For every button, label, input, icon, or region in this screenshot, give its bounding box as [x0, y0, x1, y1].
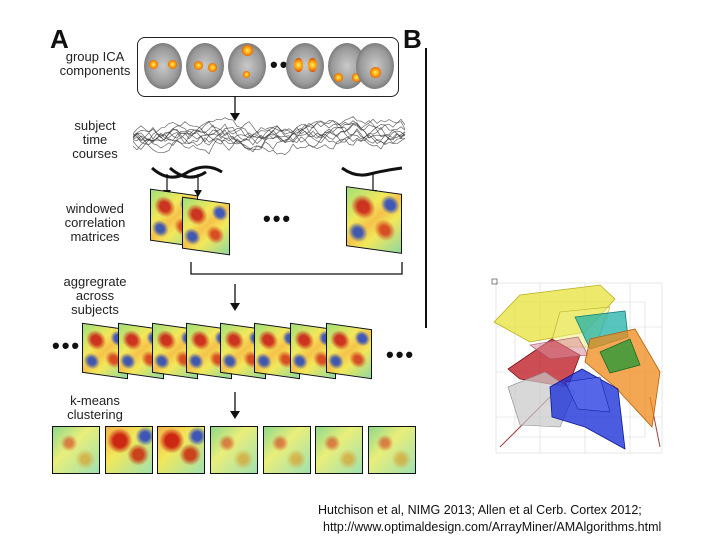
cluster-centroid-matrix [263, 426, 311, 474]
down-arrow [230, 96, 240, 121]
cluster-centroid-matrix [52, 426, 100, 474]
time-courses-plot [133, 116, 406, 155]
panel-divider [425, 48, 427, 328]
brain-image [186, 43, 224, 89]
window-braces [151, 165, 403, 197]
correlation-matrix [346, 186, 402, 254]
cluster-centroid-matrix [105, 426, 153, 474]
panel-b-letter: B [403, 24, 422, 54]
brain-image [228, 43, 266, 89]
step-label-time-courses: subject time courses [72, 118, 118, 161]
plot-menu-icon [491, 278, 498, 285]
cluster-green [599, 338, 641, 374]
ellipsis: ••• [386, 342, 416, 367]
panel-a-letter: A [50, 24, 69, 54]
brain-image [286, 43, 324, 89]
citation-line-1: Hutchison et al, NIMG 2013; Allen et al … [318, 503, 642, 517]
cluster-centroid-matrix [368, 426, 416, 474]
step-label-ica: group ICA components [59, 49, 131, 78]
step-label-kmeans: k-means clustering [67, 393, 123, 422]
brain-image [144, 43, 182, 89]
down-arrow [230, 284, 240, 311]
brain-image [356, 43, 394, 89]
cluster-centroid-matrix [210, 426, 258, 474]
cluster-3d-plot [490, 277, 668, 459]
ica-components-box: ••• [137, 37, 399, 97]
step-label-aggregate: aggregrate across subjects [63, 274, 127, 317]
aggregate-bracket [190, 262, 403, 275]
correlation-matrix [326, 322, 372, 380]
correlation-matrix [182, 196, 230, 256]
cluster-centroid-matrix [315, 426, 363, 474]
down-arrow [230, 392, 240, 419]
ellipsis: ••• [263, 206, 293, 231]
ellipsis: ••• [52, 333, 82, 358]
step-label-windowed: windowed correlation matrices [64, 201, 126, 244]
citation-line-2: http://www.optimaldesign.com/ArrayMiner/… [323, 520, 662, 534]
cluster-centroid-matrix [157, 426, 205, 474]
